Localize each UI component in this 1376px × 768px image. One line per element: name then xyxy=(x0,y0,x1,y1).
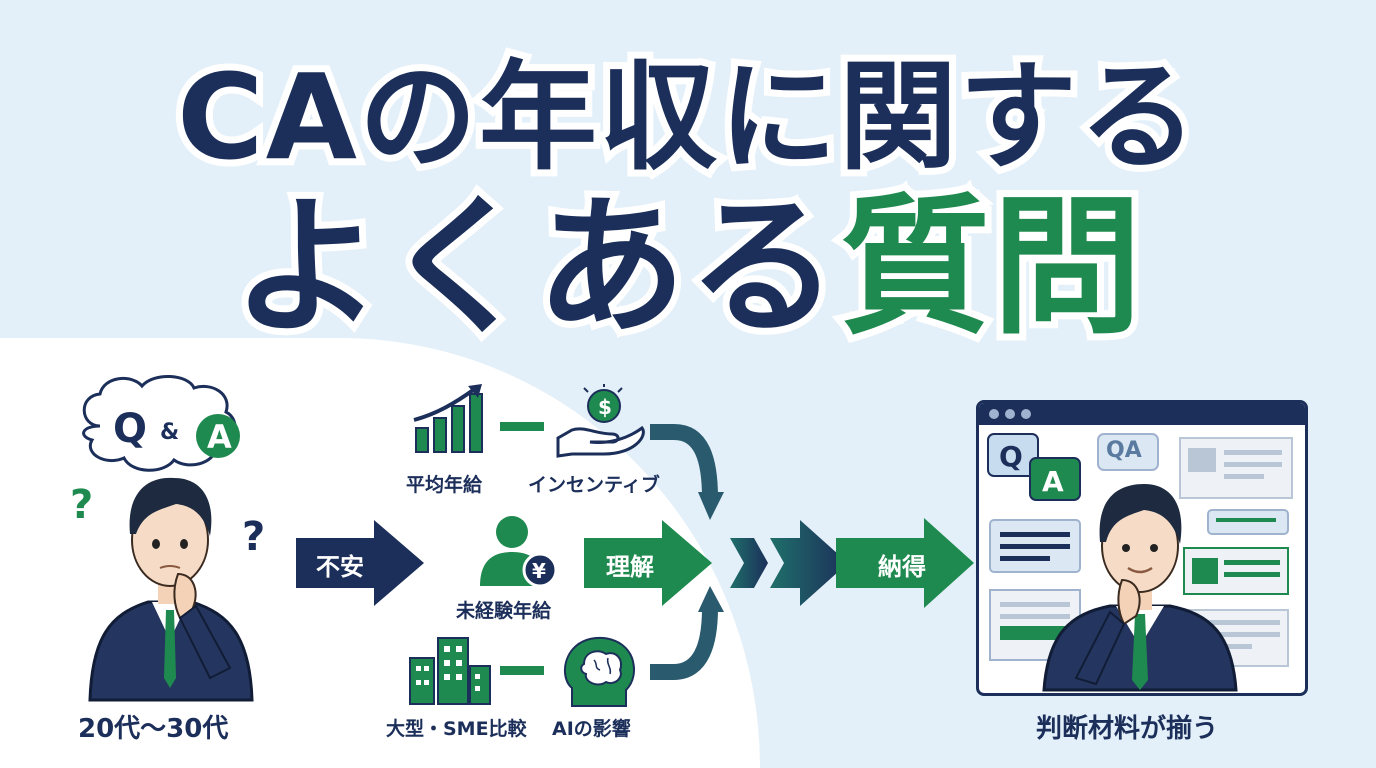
svg-text:$: $ xyxy=(598,395,612,419)
coin-hand-icon: $ xyxy=(556,384,645,458)
svg-text:?: ? xyxy=(70,482,93,528)
understanding-label: 理解 xyxy=(606,553,654,581)
title-line2: よくある質問 xyxy=(0,179,1376,358)
left-caption: 20代〜30代 xyxy=(78,714,229,744)
bubble-amp: & xyxy=(160,420,180,445)
topic-compare: 大型・SME比較 xyxy=(386,718,527,740)
person-yen-icon: ¥ xyxy=(480,516,558,588)
qa-q: Q xyxy=(999,440,1023,473)
topic-ai: AIの影響 xyxy=(552,718,631,740)
understanding-arrow xyxy=(584,520,712,606)
chart-growth-icon xyxy=(413,384,483,453)
window-dot-2 xyxy=(1005,409,1015,419)
topic-inexperienced: 未経験年給 xyxy=(456,600,552,622)
brain-head-icon xyxy=(564,637,635,707)
conviction-arrow xyxy=(836,518,974,608)
browser-titlebar xyxy=(979,403,1305,425)
title-line2-prefix: よくある xyxy=(225,179,845,358)
anxiety-label: 不安 xyxy=(316,553,364,581)
title-line2-accent: 質問 xyxy=(833,179,1149,358)
title-line1: CAの年収に関する xyxy=(170,45,1204,189)
window-dot-3 xyxy=(1021,409,1031,419)
qa-a: A xyxy=(1042,465,1064,498)
bubble-q: Q xyxy=(113,406,148,452)
anxiety-arrow xyxy=(296,520,424,606)
bubble-a: A xyxy=(207,418,232,456)
buildings-icon xyxy=(409,637,491,705)
right-caption: 判断材料が揃う xyxy=(1036,714,1219,744)
confident-person-illustration xyxy=(1042,484,1238,692)
convergence-arrow xyxy=(730,520,848,606)
connector-line-bottom xyxy=(500,666,544,675)
qa-label: QA xyxy=(1106,438,1142,463)
svg-text:?: ? xyxy=(242,514,265,560)
convergence-curves xyxy=(650,424,724,680)
bubble-a-circle xyxy=(196,414,240,458)
topic-avg-salary: 平均年給 xyxy=(406,474,483,496)
topic-incentive: インセンティブ xyxy=(528,474,660,496)
conviction-label: 納得 xyxy=(878,553,926,581)
window-dot-1 xyxy=(989,409,999,419)
svg-text:¥: ¥ xyxy=(532,559,546,583)
connector-line-top xyxy=(500,422,544,431)
